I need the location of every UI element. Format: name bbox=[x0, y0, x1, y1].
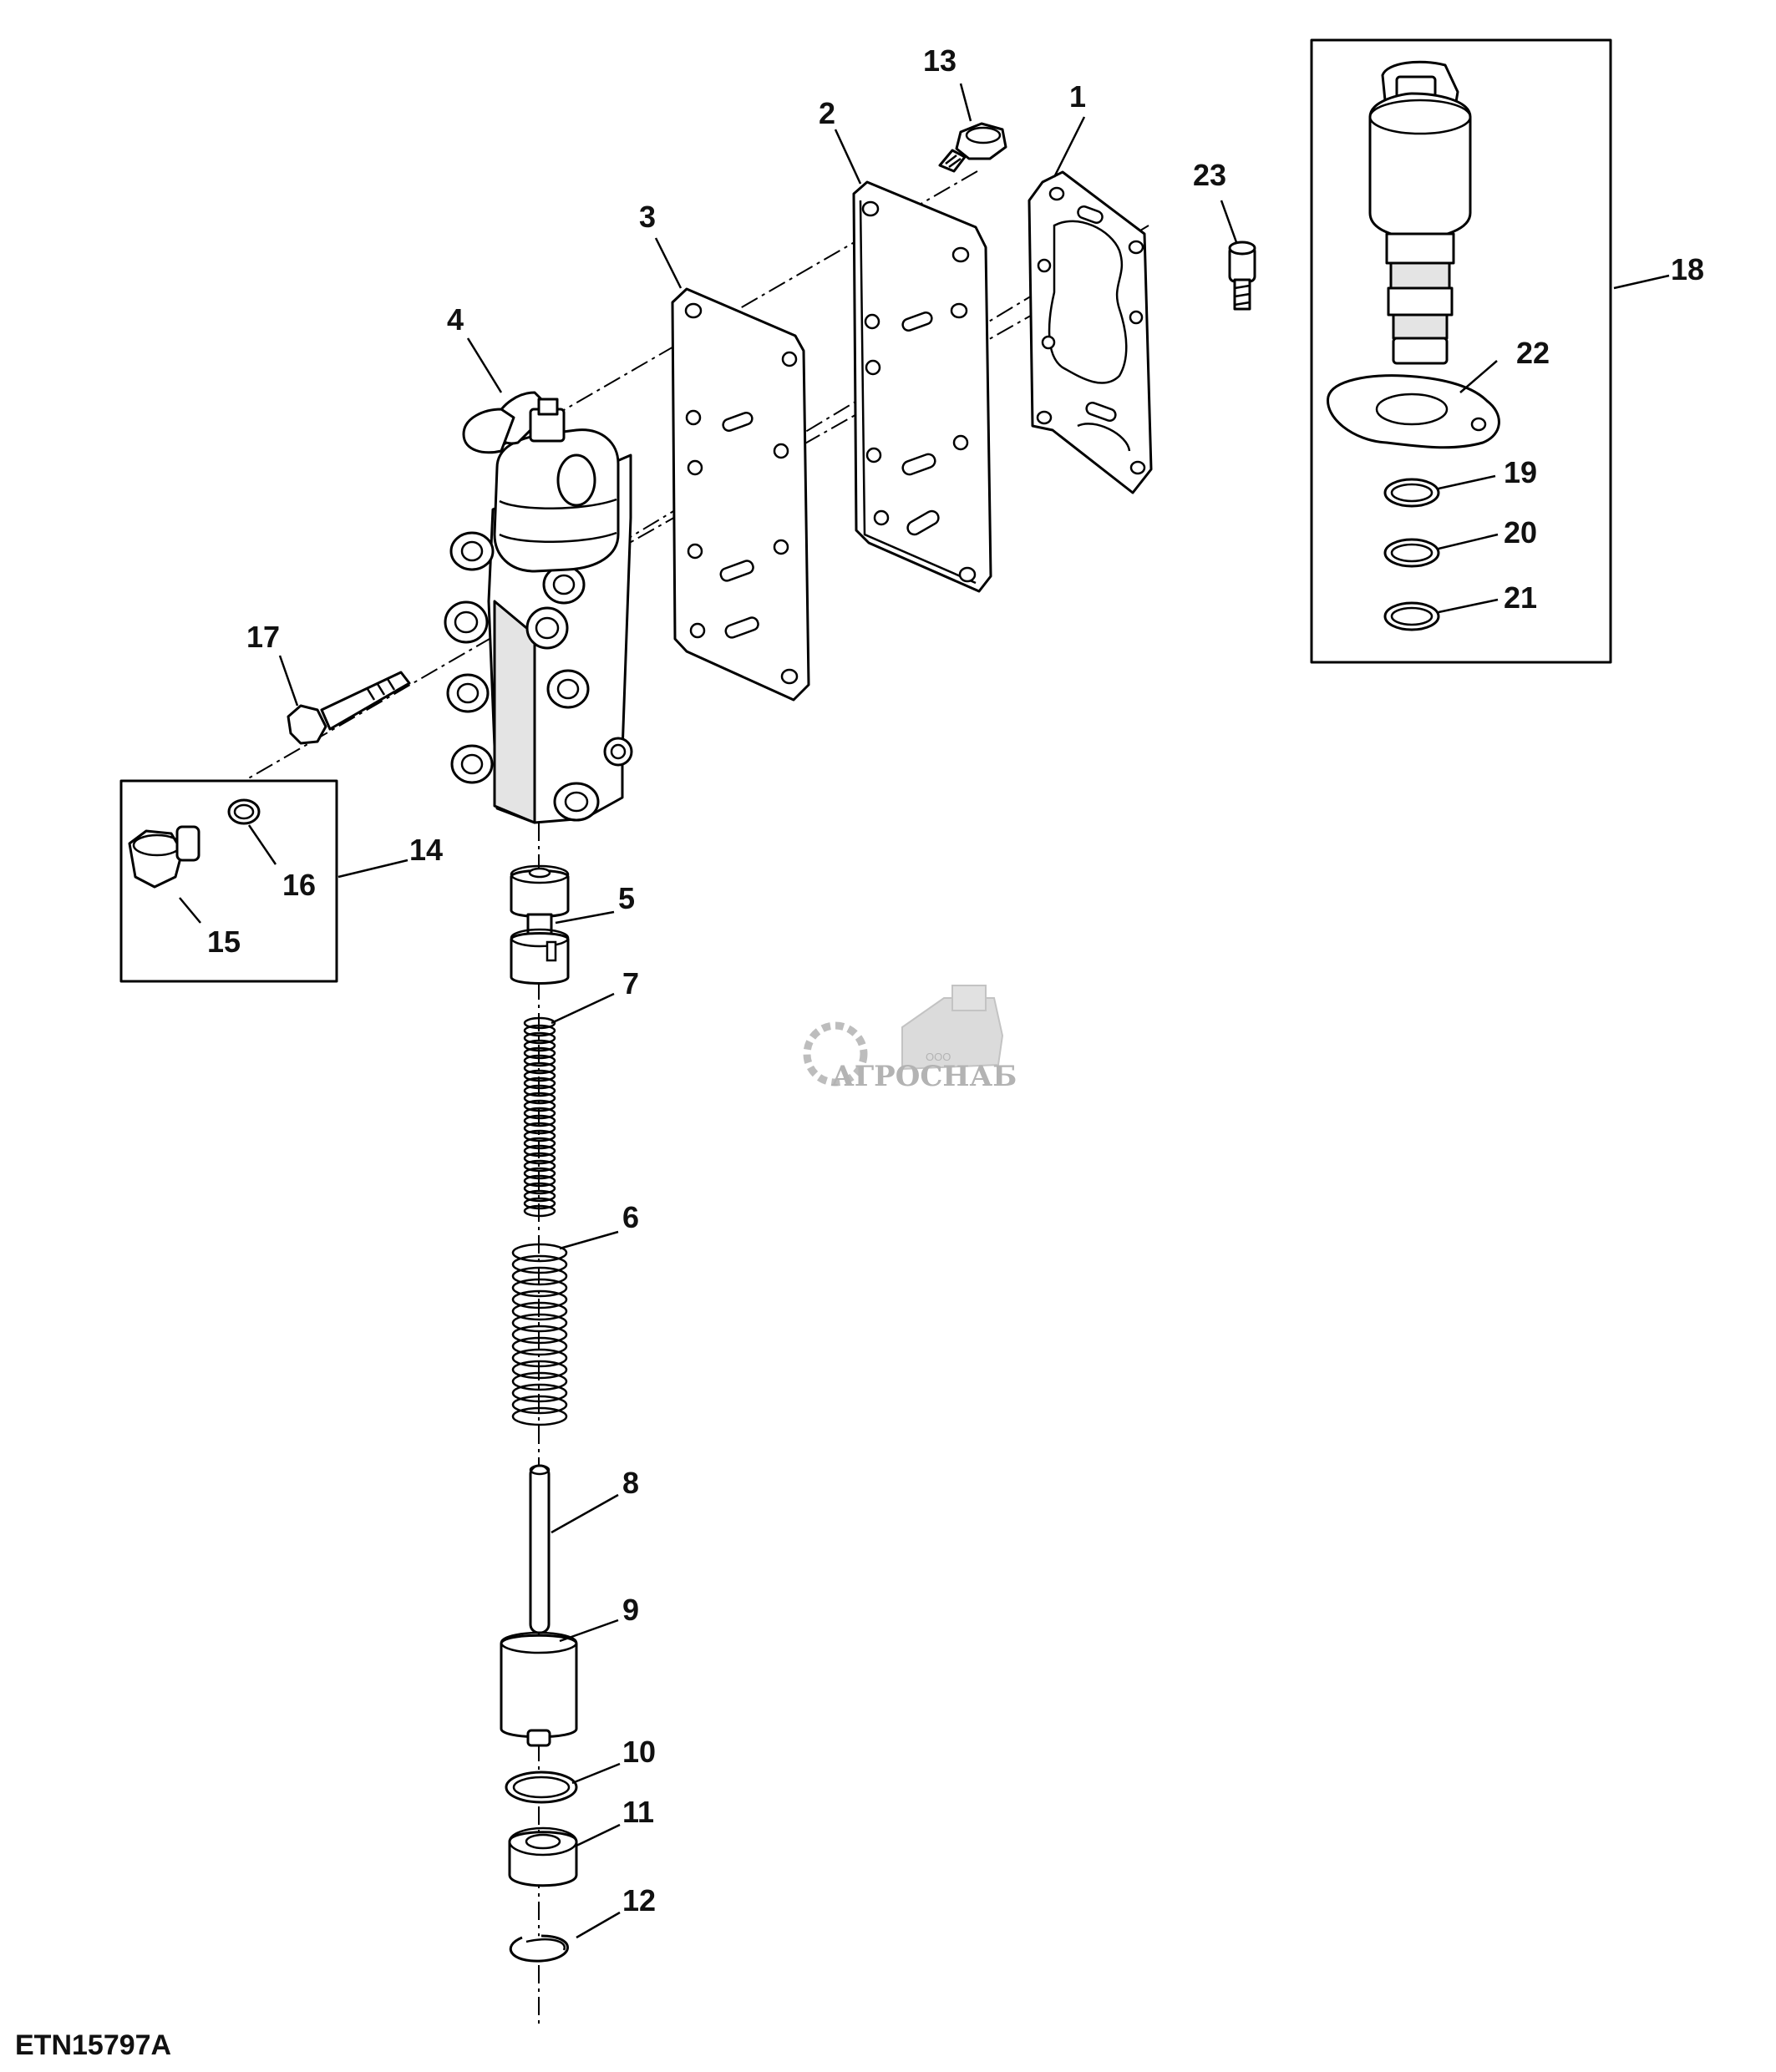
spring-coil bbox=[523, 1174, 556, 1188]
spring-coil bbox=[523, 1122, 556, 1135]
callout-4: 4 bbox=[447, 302, 464, 337]
callout-14: 14 bbox=[409, 833, 443, 867]
snap-ring-12 bbox=[509, 1934, 569, 1963]
spring-coil bbox=[523, 1189, 556, 1203]
spring-coil bbox=[523, 1092, 556, 1105]
valve-housing-4 bbox=[444, 391, 633, 824]
spring-coil bbox=[511, 1348, 568, 1368]
spring-large-6 bbox=[511, 1243, 568, 1426]
spring-coil bbox=[511, 1406, 568, 1426]
spring-coil bbox=[523, 1024, 556, 1037]
figure-id: ETN15797A bbox=[15, 2029, 171, 2061]
callout-20: 20 bbox=[1504, 515, 1537, 550]
callout-23: 23 bbox=[1193, 158, 1226, 192]
spring-coil bbox=[523, 1099, 556, 1112]
gasket-plate-1 bbox=[1028, 170, 1153, 494]
spring-coil bbox=[523, 1144, 556, 1158]
detail-box-18 bbox=[1310, 38, 1612, 664]
spring-coil bbox=[523, 1077, 556, 1090]
leader-lines bbox=[179, 83, 1670, 1939]
spring-coil bbox=[523, 1061, 556, 1075]
watermark-brand-text: АГРОСНАБ bbox=[831, 1060, 1017, 1093]
callout-3: 3 bbox=[639, 200, 656, 234]
o-ring-10 bbox=[505, 1771, 578, 1804]
spring-coil bbox=[511, 1254, 568, 1274]
callout-6: 6 bbox=[622, 1200, 639, 1234]
spring-coil bbox=[523, 1016, 556, 1030]
spring-coil bbox=[523, 1031, 556, 1045]
spring-coil bbox=[523, 1204, 556, 1218]
spring-coil bbox=[523, 1046, 556, 1060]
spring-coil bbox=[511, 1289, 568, 1310]
callout-10: 10 bbox=[622, 1735, 656, 1769]
callout-9: 9 bbox=[622, 1593, 639, 1627]
callout-19: 19 bbox=[1504, 455, 1537, 489]
long-bolt-17 bbox=[287, 671, 411, 745]
callout-labels: 1 2 3 4 5 6 7 8 9 10 11 12 13 14 15 16 1… bbox=[207, 43, 1704, 1917]
spring-coil bbox=[511, 1371, 568, 1391]
assembly-axes bbox=[229, 170, 1413, 2025]
callout-17: 17 bbox=[246, 620, 280, 654]
callout-2: 2 bbox=[819, 96, 835, 130]
spring-coil bbox=[523, 1197, 556, 1210]
spring-coil bbox=[523, 1137, 556, 1150]
callout-5: 5 bbox=[618, 881, 635, 915]
spring-coil bbox=[523, 1159, 556, 1173]
spring-coil bbox=[511, 1360, 568, 1380]
spring-coil bbox=[523, 1182, 556, 1195]
spring-coil bbox=[523, 1069, 556, 1082]
gasket-plate-3 bbox=[671, 287, 810, 702]
cap-11 bbox=[508, 1826, 578, 1887]
callout-15: 15 bbox=[207, 925, 241, 959]
callout-11: 11 bbox=[622, 1795, 654, 1829]
callout-13: 13 bbox=[923, 43, 957, 78]
spring-coil bbox=[523, 1167, 556, 1180]
spring-small-7 bbox=[523, 1016, 556, 1218]
spring-coil bbox=[523, 1152, 556, 1165]
callout-16: 16 bbox=[282, 868, 316, 902]
spring-coil bbox=[511, 1395, 568, 1415]
separator-plate-2 bbox=[852, 180, 992, 593]
callout-22: 22 bbox=[1516, 336, 1550, 370]
watermark-small-text: ООО bbox=[926, 1051, 951, 1063]
spring-coil bbox=[511, 1243, 568, 1263]
callout-1: 1 bbox=[1069, 79, 1086, 114]
piston-9 bbox=[500, 1631, 578, 1747]
spring-coil bbox=[523, 1054, 556, 1067]
spring-coil bbox=[511, 1266, 568, 1286]
callout-21: 21 bbox=[1504, 580, 1537, 615]
spring-coil bbox=[523, 1084, 556, 1097]
spring-coil bbox=[511, 1301, 568, 1321]
spring-coil bbox=[523, 1107, 556, 1120]
pin-8 bbox=[529, 1464, 551, 1634]
cap-screw-23 bbox=[1228, 241, 1256, 311]
spring-coil bbox=[511, 1325, 568, 1345]
spring-coil bbox=[511, 1313, 568, 1333]
spring-coil bbox=[523, 1039, 556, 1052]
callout-8: 8 bbox=[622, 1466, 639, 1500]
agrosnab-watermark: ООО АГРОСНАБ bbox=[803, 985, 1017, 1093]
spool-5 bbox=[510, 864, 570, 985]
spring-coil bbox=[511, 1278, 568, 1298]
spring-coil bbox=[511, 1383, 568, 1403]
callout-7: 7 bbox=[622, 966, 639, 1001]
bolt-13 bbox=[938, 122, 1007, 173]
callout-12: 12 bbox=[622, 1883, 656, 1917]
callout-18: 18 bbox=[1671, 252, 1704, 286]
spring-coil bbox=[523, 1114, 556, 1127]
detail-box-14 bbox=[119, 779, 338, 983]
spring-coil bbox=[511, 1336, 568, 1356]
spring-coil bbox=[523, 1129, 556, 1142]
